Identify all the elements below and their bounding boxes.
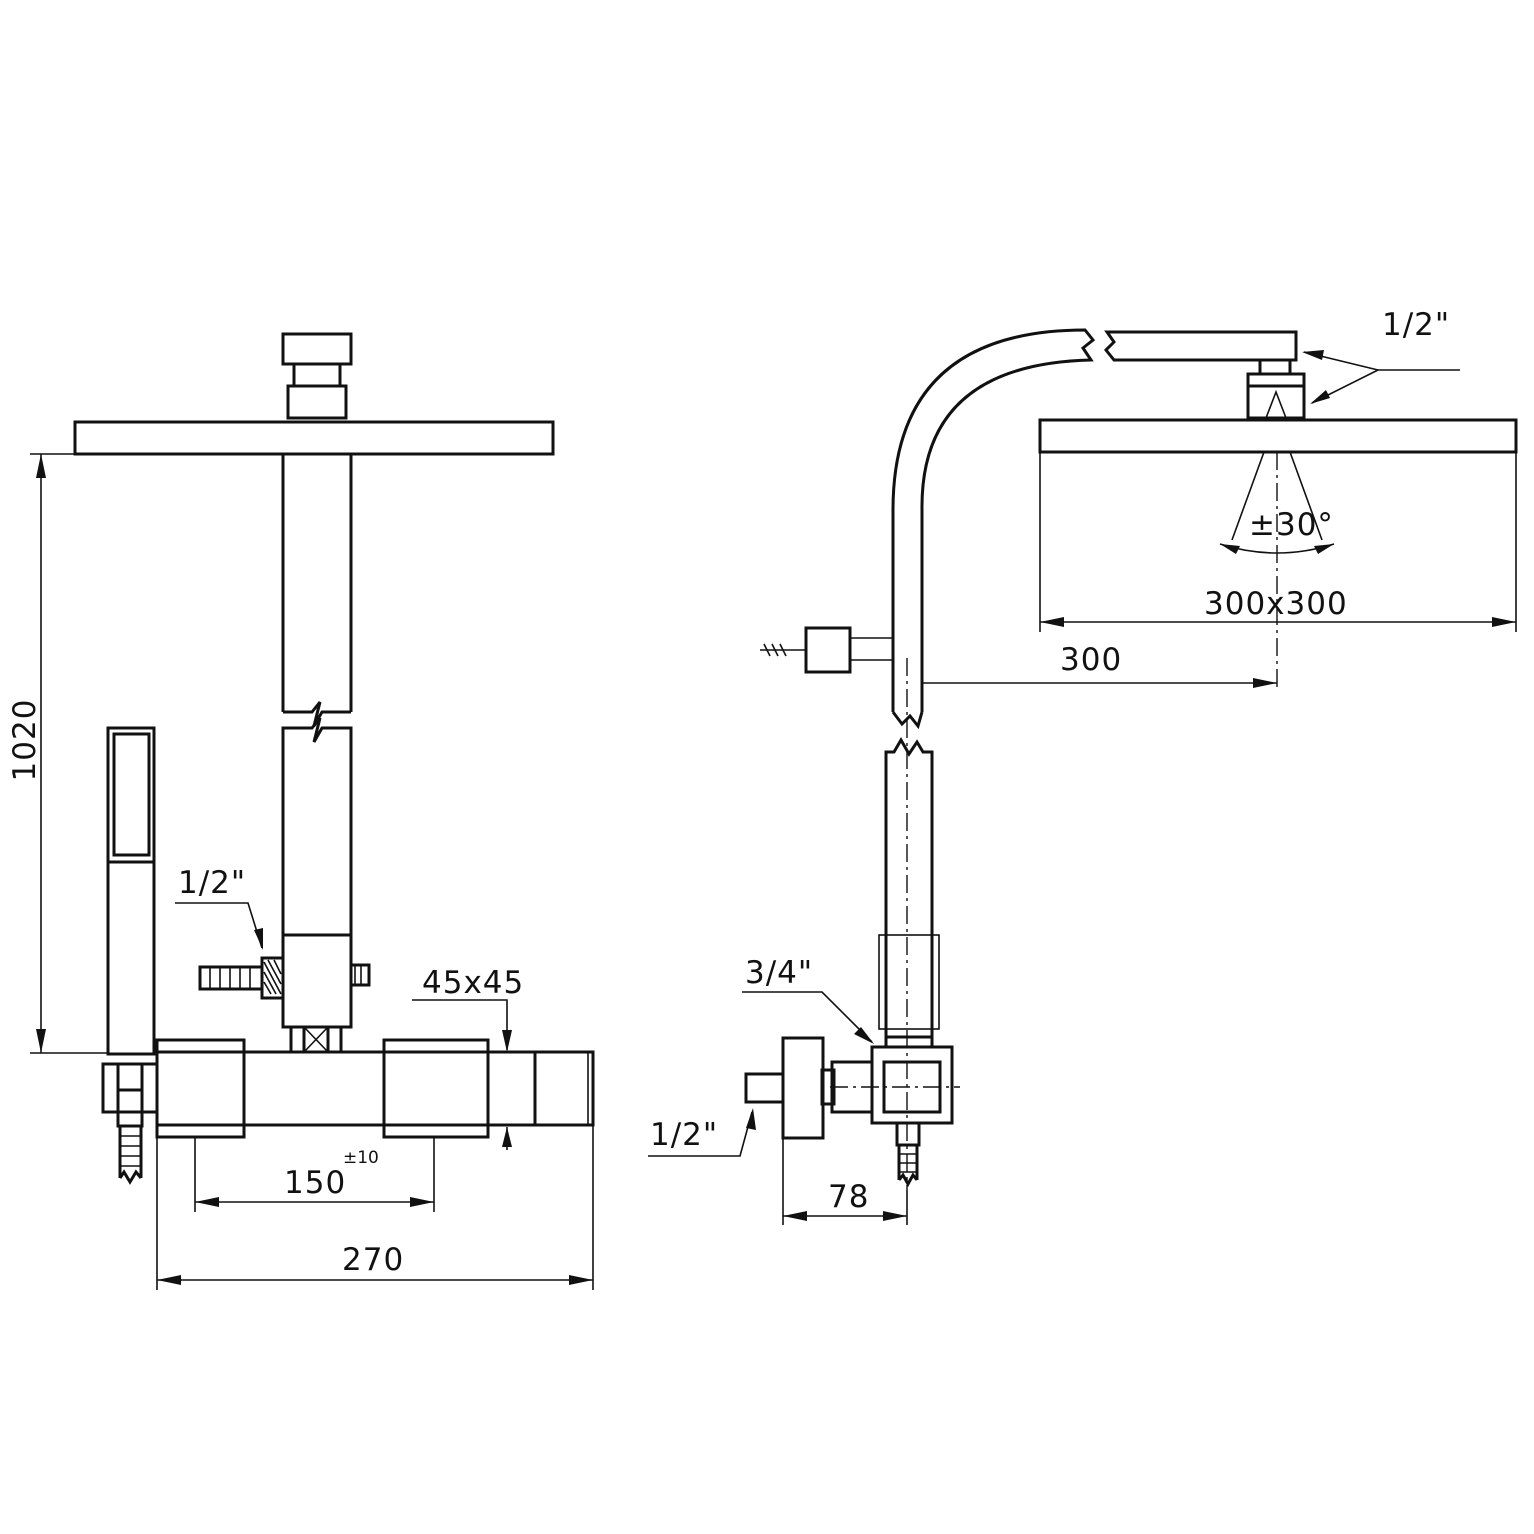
head-joint (1246, 358, 1306, 420)
riser-lower-side (878, 737, 940, 1049)
dim-bar-section-label: 45x45 (422, 965, 524, 1001)
front-dimensions: 1020 1/2" 45x45 150 ±10 270 (7, 453, 594, 1290)
diverter-knob (349, 963, 371, 987)
tilt-indicator: ±30° (1219, 451, 1335, 690)
shower-head-front (73, 420, 555, 456)
dim-arm-reach-label: 300 (1060, 642, 1122, 678)
dim-thread-hose-label: 1/2" (178, 865, 246, 901)
valve-body-side (830, 1045, 960, 1188)
dim-tilt-angle-label: ±30° (1249, 507, 1334, 543)
side-view: ±30° (744, 328, 1518, 1190)
dim-head-size-label: 300x300 (1204, 586, 1348, 622)
dim-thread-outlet-label: 1/2" (650, 1117, 718, 1153)
head-bracket (281, 332, 353, 420)
hand-shower (106, 726, 156, 1056)
arm-to-head (1103, 330, 1298, 362)
riser-pipe-lower (281, 717, 353, 935)
dim-centres-label: 150 (284, 1165, 346, 1201)
dim-total-width-label: 270 (342, 1242, 404, 1278)
riser-connector (289, 1025, 343, 1054)
dim-thread-inlet-label: 3/4" (745, 955, 813, 991)
hand-shower-holder (101, 1062, 159, 1185)
side-dimensions: 1/2" 300x300 300 3/4" 1/2" 78 (648, 307, 1517, 1225)
riser-pipe-upper (281, 454, 353, 727)
shower-head-side (1038, 418, 1518, 454)
wall-bracket (760, 626, 893, 674)
dim-thread-head-label: 1/2" (1382, 307, 1450, 343)
dim-wall-depth-label: 78 (828, 1179, 869, 1215)
curved-arm (891, 328, 1096, 712)
dim-height-label: 1020 (7, 699, 43, 782)
hose-connector (198, 956, 285, 1000)
eccentric-connector (744, 1036, 874, 1140)
thermostat-bar (155, 1038, 595, 1139)
front-view (73, 332, 595, 1185)
dim-centres-tolerance: ±10 (343, 1148, 379, 1168)
diverter-block (281, 933, 353, 1029)
